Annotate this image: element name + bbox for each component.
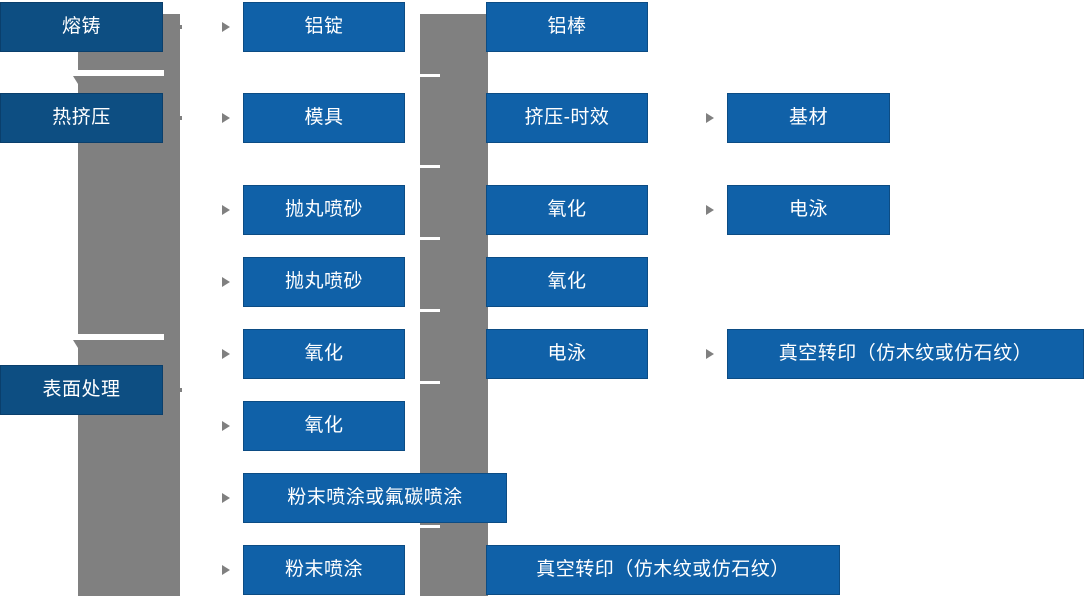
stage-node-热挤压[interactable]: 热挤压 bbox=[0, 93, 163, 143]
arrow-to-抛丸喷砂-2 bbox=[222, 277, 230, 287]
arrow-to-抛丸喷砂-1 bbox=[222, 205, 230, 215]
arrow-to-粉末喷涂 bbox=[222, 565, 230, 575]
arrow-down-熔铸-to-热挤压 bbox=[73, 76, 83, 84]
node-氧化-col2-2[interactable]: 氧化 bbox=[243, 401, 405, 451]
connector-trunk-middle bbox=[420, 14, 440, 596]
node-粉末喷涂[interactable]: 粉末喷涂 bbox=[243, 545, 405, 595]
connector-tick bbox=[420, 309, 440, 312]
arrow-to-模具 bbox=[222, 113, 230, 123]
node-氧化-col3-2[interactable]: 氧化 bbox=[486, 257, 648, 307]
node-氧化-col2-1[interactable]: 氧化 bbox=[243, 329, 405, 379]
stage-node-表面处理[interactable]: 表面处理 bbox=[0, 365, 163, 415]
node-铝棒[interactable]: 铝棒 bbox=[486, 2, 648, 52]
arrow-to-基材 bbox=[706, 113, 714, 123]
connector-tick bbox=[420, 74, 440, 77]
arrow-to-真空转印-col4 bbox=[706, 349, 714, 359]
connector-tick bbox=[420, 381, 440, 384]
connector-tick bbox=[420, 165, 440, 168]
node-铝锭[interactable]: 铝锭 bbox=[243, 2, 405, 52]
node-基材[interactable]: 基材 bbox=[727, 93, 890, 143]
node-抛丸喷砂-2[interactable]: 抛丸喷砂 bbox=[243, 257, 405, 307]
arrow-to-铝锭 bbox=[222, 22, 230, 32]
node-模具[interactable]: 模具 bbox=[243, 93, 405, 143]
node-电泳-col4[interactable]: 电泳 bbox=[727, 185, 890, 235]
node-挤压-时效[interactable]: 挤压-时效 bbox=[486, 93, 648, 143]
connector-stub-熔铸 bbox=[162, 25, 182, 29]
arrow-to-粉末喷涂或氟碳喷涂 bbox=[222, 493, 230, 503]
arrow-to-氧化-2 bbox=[222, 421, 230, 431]
connector-stub-热挤压 bbox=[162, 116, 182, 120]
node-电泳-col3[interactable]: 电泳 bbox=[486, 329, 648, 379]
connector-gap bbox=[78, 334, 164, 340]
arrow-down-热挤压-to-表面处理 bbox=[73, 340, 83, 348]
node-真空转印-col3[interactable]: 真空转印（仿木纹或仿石纹） bbox=[486, 545, 840, 595]
connector-stub-表面处理 bbox=[162, 388, 182, 392]
arrow-to-氧化-1 bbox=[222, 349, 230, 359]
connector-tick bbox=[420, 237, 440, 240]
stage-node-熔铸[interactable]: 熔铸 bbox=[0, 2, 163, 52]
arrow-to-电泳-col4 bbox=[706, 205, 714, 215]
node-粉末喷涂或氟碳喷涂[interactable]: 粉末喷涂或氟碳喷涂 bbox=[243, 473, 507, 523]
node-真空转印-col4[interactable]: 真空转印（仿木纹或仿石纹） bbox=[727, 329, 1084, 379]
node-氧化-col3-1[interactable]: 氧化 bbox=[486, 185, 648, 235]
node-抛丸喷砂-1[interactable]: 抛丸喷砂 bbox=[243, 185, 405, 235]
connector-gap bbox=[78, 70, 164, 76]
connector-tick bbox=[420, 525, 440, 528]
